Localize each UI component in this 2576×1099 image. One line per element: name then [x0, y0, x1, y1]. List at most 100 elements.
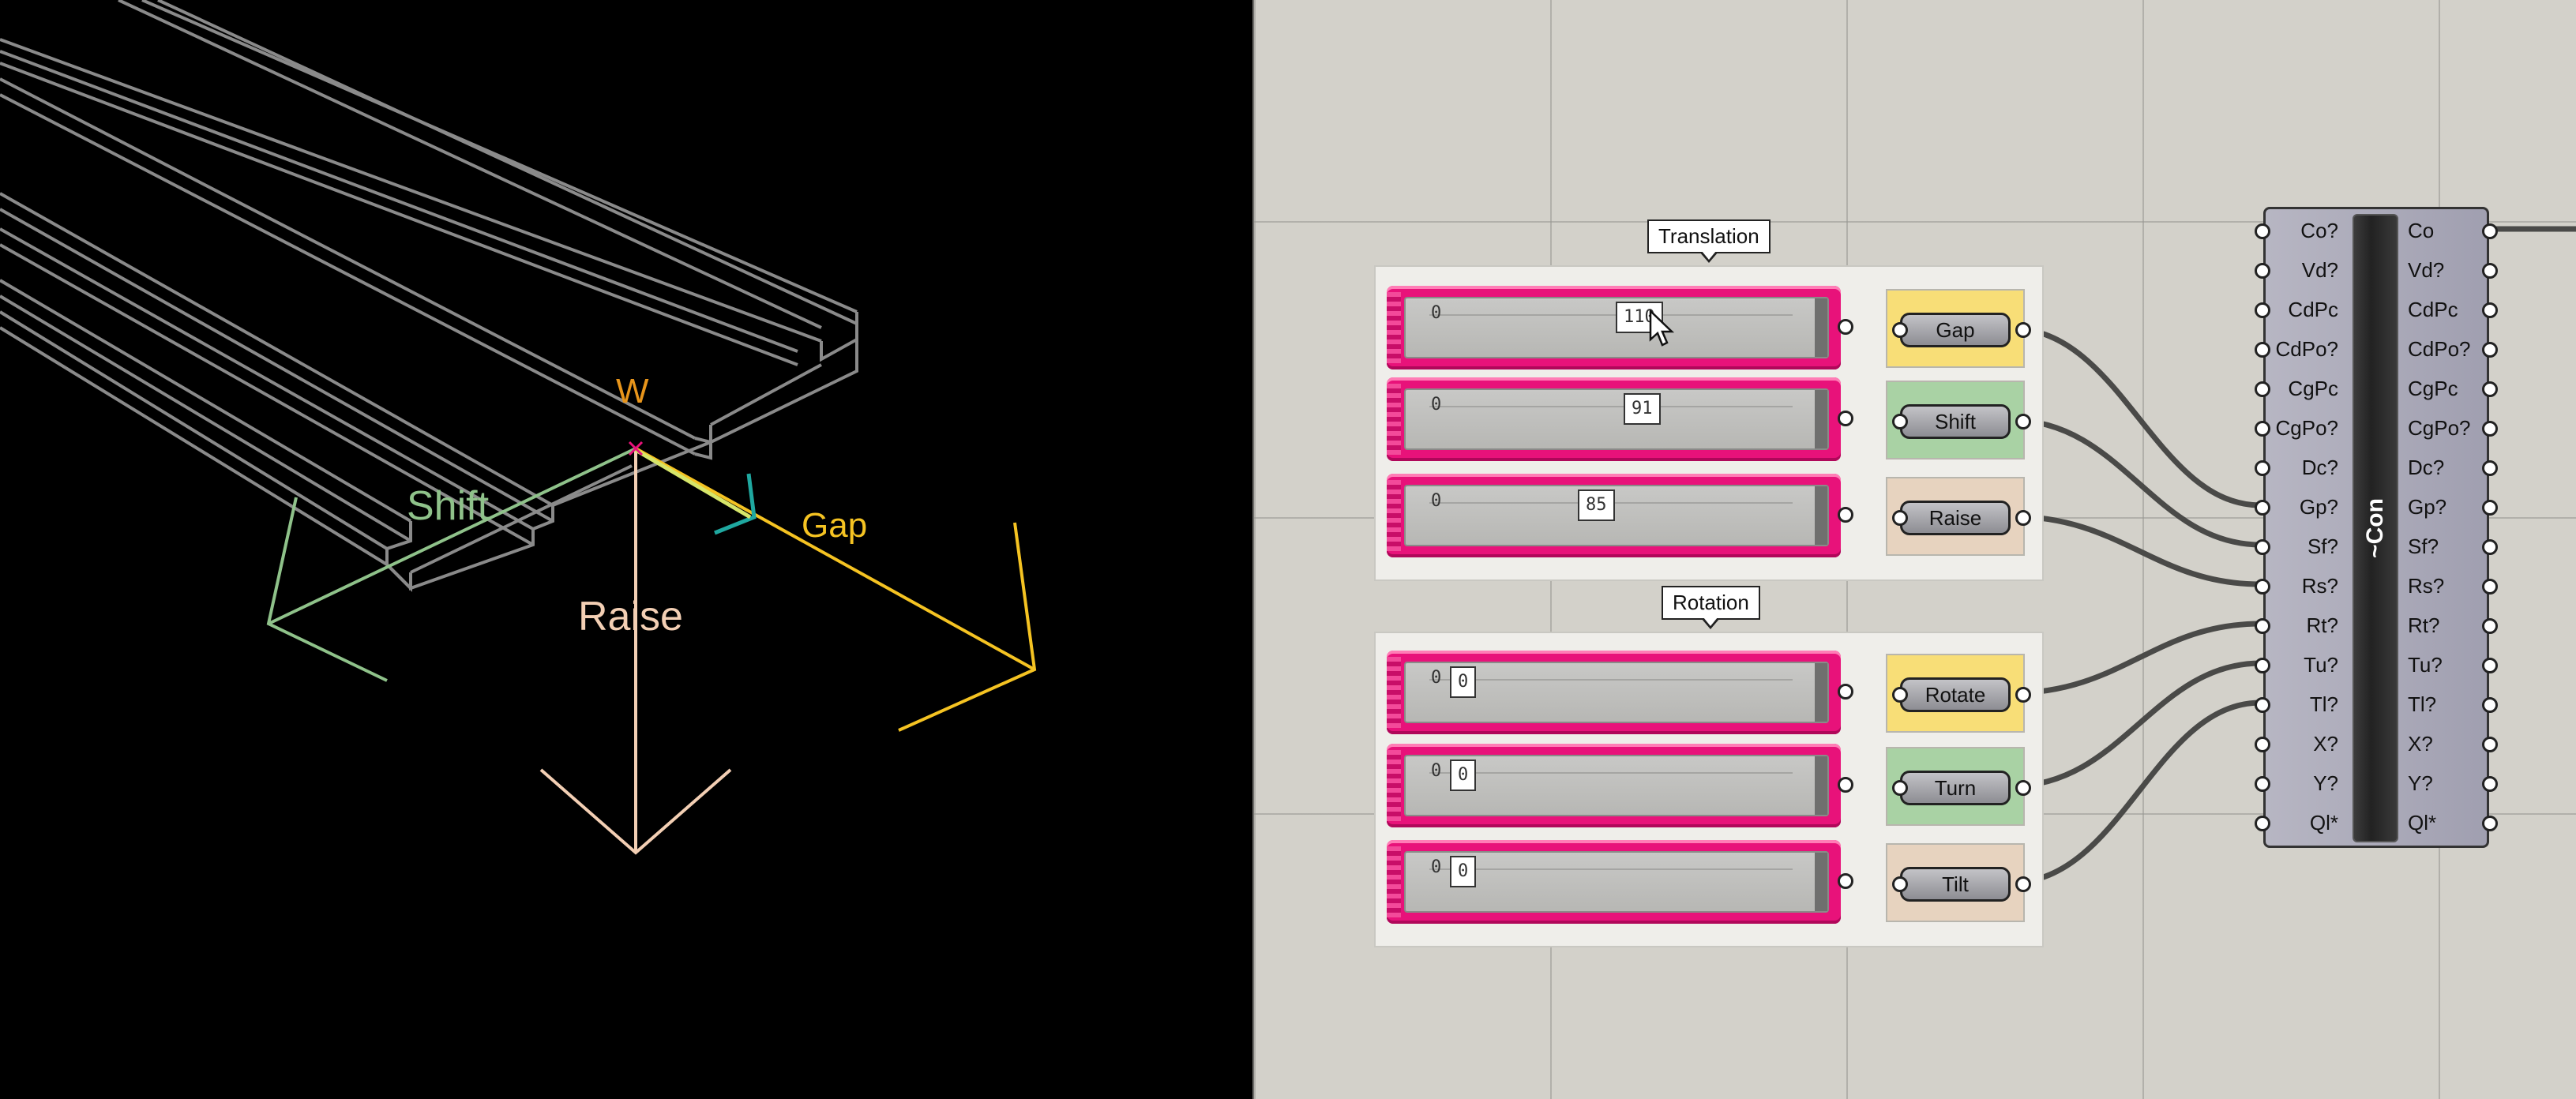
- param-input-port[interactable]: [1892, 322, 1908, 338]
- turn-slider[interactable]: 0 0: [1387, 744, 1853, 827]
- cluster-input-port[interactable]: [2255, 460, 2270, 476]
- cluster-output-port[interactable]: [2482, 579, 2498, 595]
- param-input-port[interactable]: [1892, 780, 1908, 796]
- param-label: Turn: [1900, 771, 2011, 805]
- param-output-port[interactable]: [2015, 876, 2031, 892]
- cluster-input-port[interactable]: [2255, 776, 2270, 792]
- cluster-output-port[interactable]: [2482, 539, 2498, 555]
- slider-grip[interactable]: [1387, 480, 1401, 551]
- cluster-output-port[interactable]: [2482, 421, 2498, 437]
- slider-value[interactable]: 91: [1624, 393, 1661, 425]
- slider-output-port[interactable]: [1838, 319, 1853, 335]
- grasshopper-canvas[interactable]: Translation Rotation 0 110 0 91 0 85 0: [1254, 0, 2576, 1099]
- param-input-port[interactable]: [1892, 510, 1908, 526]
- cluster-output-port[interactable]: [2482, 658, 2498, 673]
- slider-output-port[interactable]: [1838, 684, 1853, 700]
- slider-output-port[interactable]: [1838, 777, 1853, 793]
- gap-param[interactable]: Gap: [1886, 289, 2031, 368]
- param-input-port[interactable]: [1892, 687, 1908, 703]
- cluster-input-port[interactable]: [2255, 618, 2270, 634]
- translation-group-title[interactable]: Translation: [1647, 219, 1771, 263]
- cluster-output-label: CgPo?: [2408, 416, 2471, 440]
- cluster-input-port[interactable]: [2255, 539, 2270, 555]
- slider-value[interactable]: 0: [1450, 666, 1477, 698]
- param-output-port[interactable]: [2015, 510, 2031, 526]
- cluster-input-port[interactable]: [2255, 342, 2270, 358]
- cluster-output-port[interactable]: [2482, 460, 2498, 476]
- cluster-core[interactable]: ~Con: [2353, 214, 2398, 842]
- cluster-input-port[interactable]: [2255, 302, 2270, 318]
- turn-param[interactable]: Turn: [1886, 747, 2031, 826]
- cluster-input-port[interactable]: [2255, 658, 2270, 673]
- shift-slider[interactable]: 0 91: [1387, 377, 1853, 461]
- cluster-input-port[interactable]: [2255, 381, 2270, 397]
- turn-gizmo: [714, 473, 757, 535]
- rotate-param[interactable]: Rotate: [1886, 654, 2031, 733]
- cluster-input-port[interactable]: [2255, 263, 2270, 279]
- cluster-input-port[interactable]: [2255, 816, 2270, 831]
- param-input-port[interactable]: [1892, 876, 1908, 892]
- gap-label: Gap: [802, 506, 867, 545]
- slider-value[interactable]: 85: [1578, 489, 1615, 521]
- cluster-input-port[interactable]: [2255, 223, 2270, 239]
- cluster-input-label: CdPo?: [2275, 337, 2339, 361]
- cluster-output-port[interactable]: [2482, 223, 2498, 239]
- cluster-output-port[interactable]: [2482, 302, 2498, 318]
- rotation-group-title[interactable]: Rotation: [1662, 586, 1760, 629]
- tilt-slider[interactable]: 0 0: [1387, 840, 1853, 924]
- slider-output-port[interactable]: [1838, 507, 1853, 523]
- cluster-output-port[interactable]: [2482, 697, 2498, 713]
- slider-track[interactable]: [1404, 485, 1829, 546]
- cluster-input-port[interactable]: [2255, 579, 2270, 595]
- rhino-viewport[interactable]: W Shift Gap Raise: [0, 0, 1254, 1099]
- param-output-port[interactable]: [2015, 780, 2031, 796]
- cluster-output-port[interactable]: [2482, 816, 2498, 831]
- cluster-output-port[interactable]: [2482, 381, 2498, 397]
- cluster-name: ~Con: [2362, 498, 2388, 558]
- slider-min: 0: [1431, 395, 1442, 414]
- raise-param[interactable]: Raise: [1886, 477, 2031, 556]
- param-output-port[interactable]: [2015, 414, 2031, 429]
- cluster-output-port[interactable]: [2482, 618, 2498, 634]
- slider-rail: [1429, 868, 1793, 870]
- slider-grip[interactable]: [1387, 292, 1401, 363]
- cluster-output-port[interactable]: [2482, 737, 2498, 752]
- cluster-input-port[interactable]: [2255, 697, 2270, 713]
- rotate-slider[interactable]: 0 0: [1387, 651, 1853, 734]
- cluster-input-label: Gp?: [2299, 495, 2338, 519]
- cluster-output-port[interactable]: [2482, 776, 2498, 792]
- slider-value[interactable]: 0: [1450, 856, 1477, 887]
- param-label: Raise: [1900, 501, 2011, 535]
- cluster-input-port[interactable]: [2255, 737, 2270, 752]
- slider-rail: [1429, 679, 1793, 681]
- raise-slider[interactable]: 0 85: [1387, 474, 1853, 557]
- cluster-input-label: Co?: [2300, 219, 2338, 242]
- cluster-output-port[interactable]: [2482, 500, 2498, 516]
- param-output-port[interactable]: [2015, 687, 2031, 703]
- cluster-output-label: Dc?: [2408, 456, 2445, 479]
- slider-grip[interactable]: [1387, 750, 1401, 821]
- shift-axis: [266, 447, 636, 682]
- param-output-port[interactable]: [2015, 322, 2031, 338]
- gap-axis: [635, 447, 1037, 732]
- slider-output-port[interactable]: [1838, 411, 1853, 426]
- cluster-input-port[interactable]: [2255, 500, 2270, 516]
- slider-grip[interactable]: [1387, 657, 1401, 728]
- raise-axis: [539, 448, 732, 855]
- cluster-output-port[interactable]: [2482, 263, 2498, 279]
- slider-track[interactable]: [1404, 388, 1829, 450]
- wire-layer: [1851, 226, 2576, 886]
- tilt-param[interactable]: Tilt: [1886, 843, 2031, 922]
- slider-value[interactable]: 0: [1450, 760, 1477, 791]
- cluster-output-label: Vd?: [2408, 258, 2445, 282]
- param-input-port[interactable]: [1892, 414, 1908, 429]
- shift-param[interactable]: Shift: [1886, 381, 2031, 459]
- cluster-output-port[interactable]: [2482, 342, 2498, 358]
- slider-grip[interactable]: [1387, 846, 1401, 917]
- gap-slider[interactable]: 0 110: [1387, 286, 1853, 369]
- cluster-input-port[interactable]: [2255, 421, 2270, 437]
- slider-grip[interactable]: [1387, 384, 1401, 455]
- slider-output-port[interactable]: [1838, 873, 1853, 889]
- cluster-output-label: Tl?: [2408, 692, 2437, 716]
